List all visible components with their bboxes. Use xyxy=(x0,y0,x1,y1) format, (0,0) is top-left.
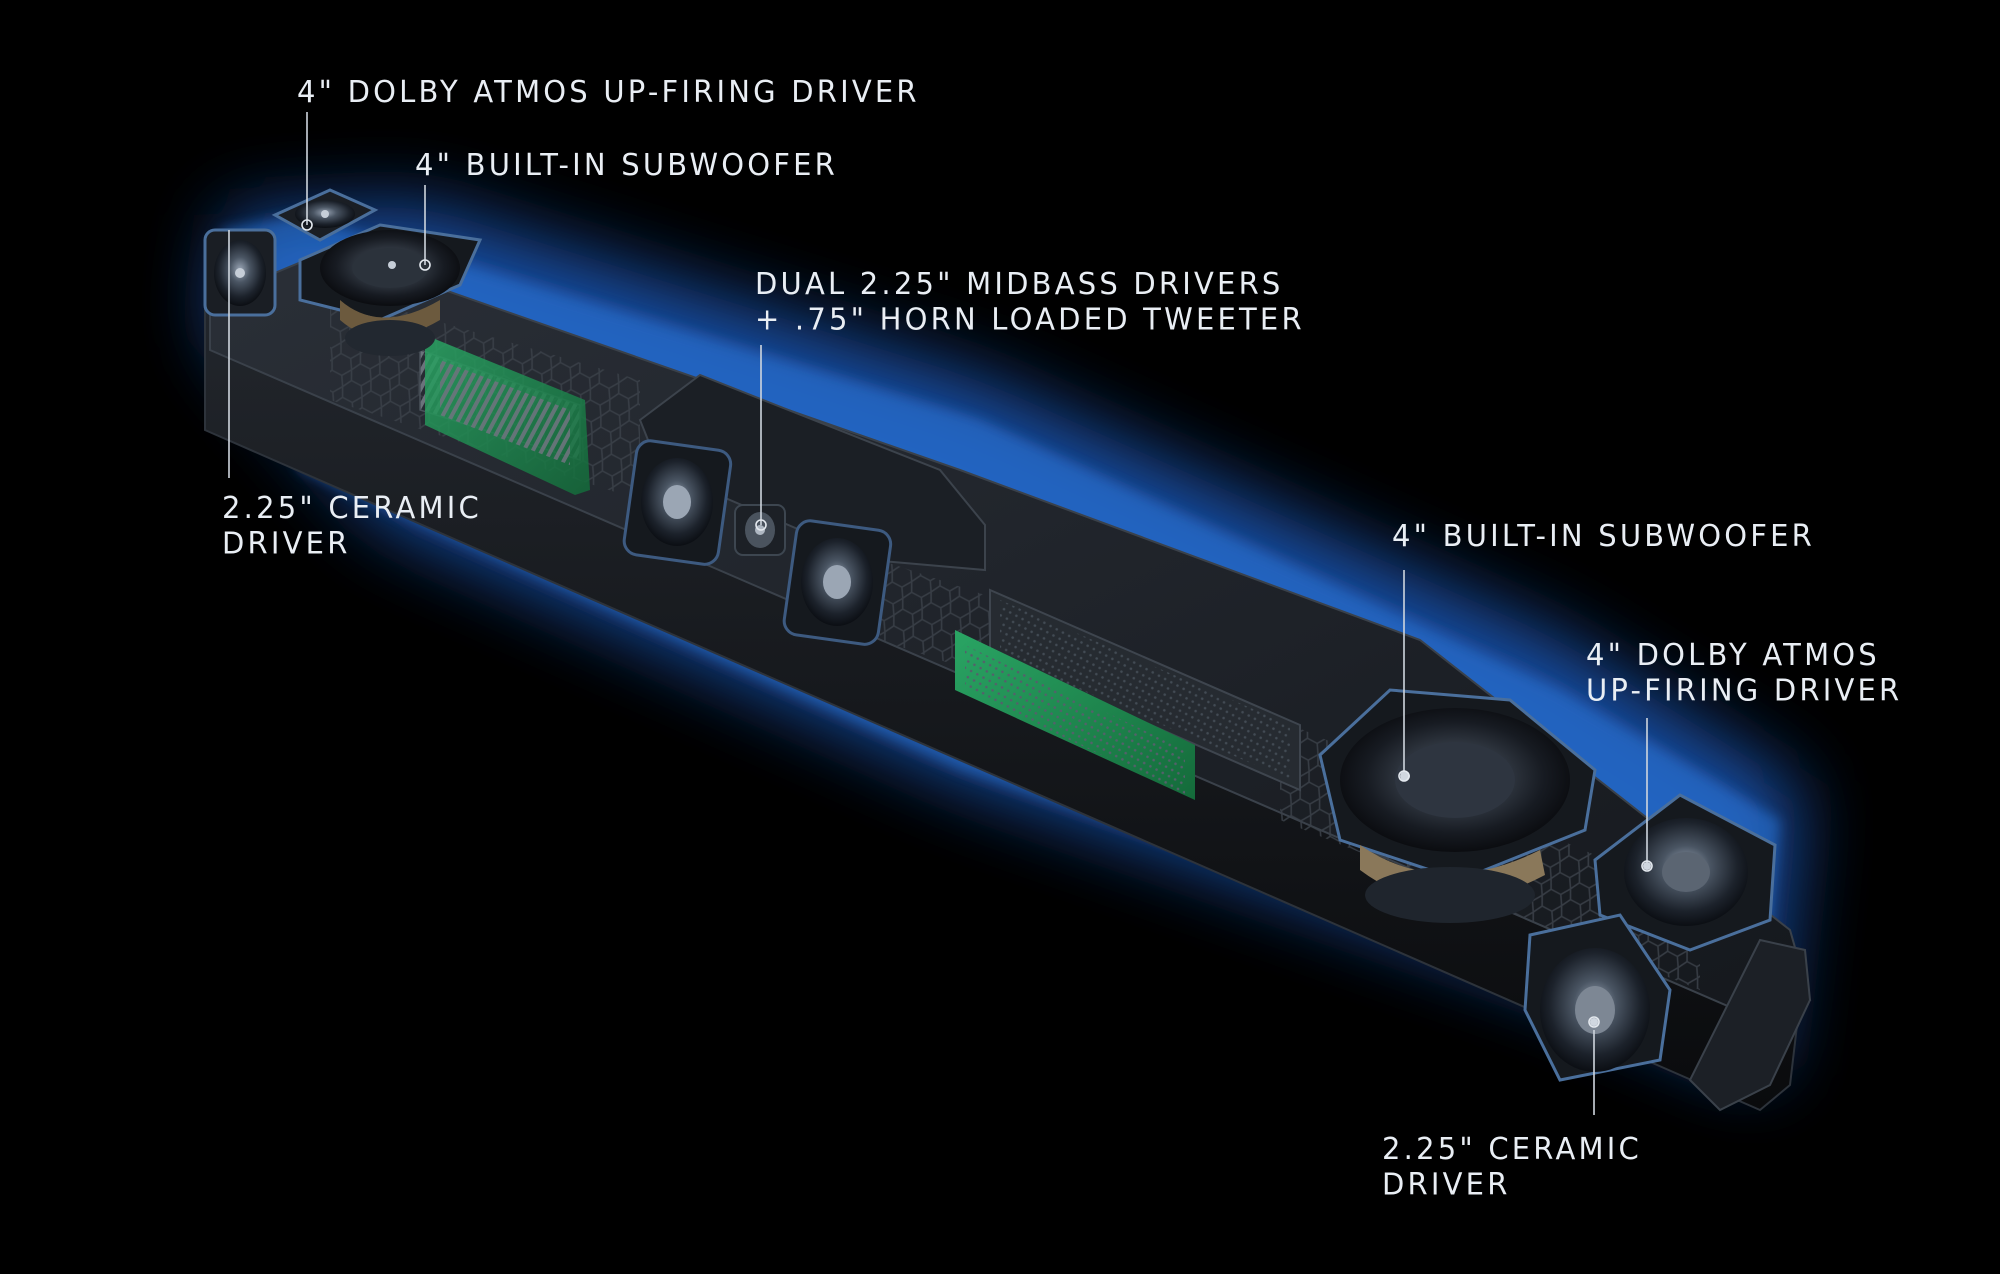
label-right-ceramic-driver: 2.25" CERAMIC DRIVER xyxy=(1382,1131,1642,1202)
right-upfiring-driver xyxy=(1593,793,1777,952)
right-subwoofer-driver xyxy=(1318,688,1597,923)
leader-lines xyxy=(228,112,1648,1115)
midbass-driver-right xyxy=(782,519,893,646)
label-center-drivers: DUAL 2.25" MIDBASS DRIVERS + .75" HORN L… xyxy=(755,266,1305,337)
label-left-upfiring-driver: 4" DOLBY ATMOS UP-FIRING DRIVER xyxy=(297,74,920,110)
label-right-subwoofer: 4" BUILT-IN SUBWOOFER xyxy=(1392,518,1816,554)
leader-dots xyxy=(301,219,1653,1028)
right-end-cap xyxy=(1688,938,1812,1112)
label-left-ceramic-driver: 2.25" CERAMIC DRIVER xyxy=(222,490,482,561)
label-left-subwoofer: 4" BUILT-IN SUBWOOFER xyxy=(415,147,839,183)
right-ceramic-driver xyxy=(1523,913,1672,1082)
left-ceramic-driver xyxy=(203,228,277,317)
left-subwoofer-driver xyxy=(298,223,483,356)
midbass-driver-left xyxy=(622,439,733,566)
label-right-upfiring-driver: 4" DOLBY ATMOS UP-FIRING DRIVER xyxy=(1586,637,1903,708)
